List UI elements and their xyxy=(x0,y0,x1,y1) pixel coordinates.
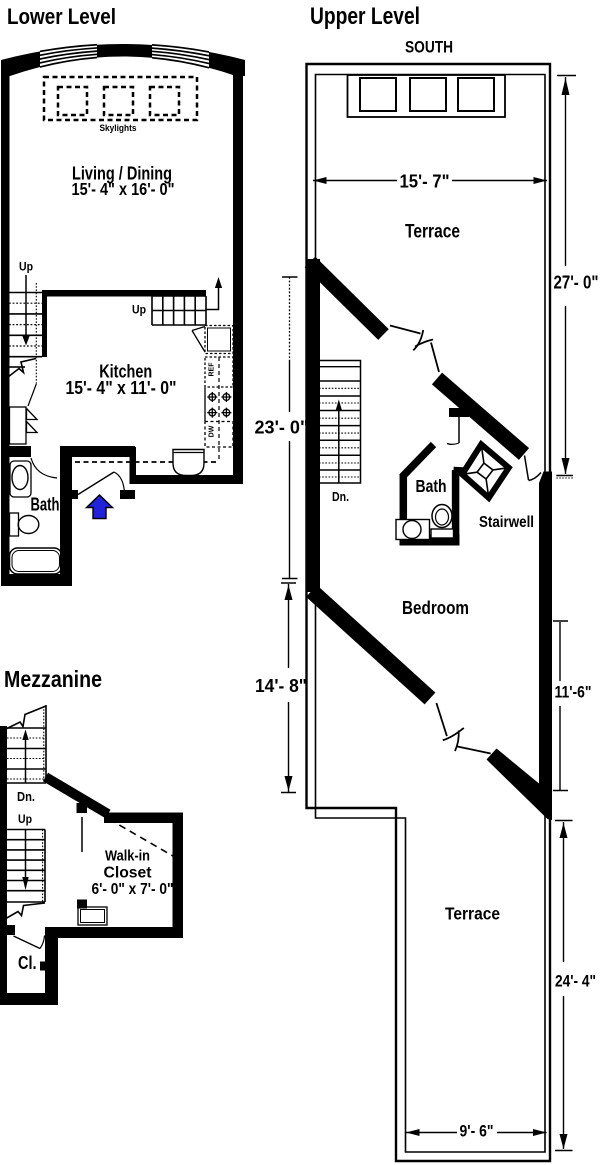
svg-text:15'- 4" x 16'- 0": 15'- 4" x 16'- 0" xyxy=(72,179,175,199)
svg-text:Walk-in: Walk-in xyxy=(105,849,150,865)
svg-text:24'- 4": 24'- 4" xyxy=(555,973,596,991)
svg-text:Skylights: Skylights xyxy=(100,123,137,134)
svg-text:SOUTH: SOUTH xyxy=(405,39,453,57)
svg-text:Up: Up xyxy=(18,814,32,826)
svg-text:Bath: Bath xyxy=(31,495,60,515)
svg-text:Terrace: Terrace xyxy=(405,222,460,243)
svg-text:14'- 8": 14'- 8" xyxy=(255,676,307,696)
svg-text:Bedroom: Bedroom xyxy=(402,598,469,618)
svg-text:Cl.: Cl. xyxy=(18,953,37,973)
svg-text:Living / Dining: Living / Dining xyxy=(72,164,172,184)
svg-text:REF: REF xyxy=(209,362,216,377)
svg-text:Up: Up xyxy=(19,260,33,274)
svg-text:15'- 4" x 11'- 0": 15'- 4" x 11'- 0" xyxy=(66,378,177,398)
svg-text:Stairwell: Stairwell xyxy=(479,514,534,531)
svg-text:Dn.: Dn. xyxy=(17,790,35,804)
svg-text:27'- 0": 27'- 0" xyxy=(554,273,599,293)
svg-text:Kitchen: Kitchen xyxy=(99,361,152,382)
svg-text:Mezzanine: Mezzanine xyxy=(4,666,102,692)
svg-text:Upper Level: Upper Level xyxy=(310,3,420,30)
svg-text:15'- 7": 15'- 7" xyxy=(400,171,450,192)
svg-text:Terrace: Terrace xyxy=(445,904,500,924)
svg-text:Lower Level: Lower Level xyxy=(7,4,116,29)
svg-text:Up: Up xyxy=(132,305,146,317)
svg-text:9'- 6": 9'- 6" xyxy=(460,1123,494,1141)
svg-text:Dn.: Dn. xyxy=(332,490,349,504)
svg-text:6'- 0" x 7'- 0": 6'- 0" x 7'- 0" xyxy=(92,881,174,898)
svg-text:23'- 0": 23'- 0" xyxy=(255,418,309,438)
svg-text:11'-6": 11'-6" xyxy=(555,683,592,702)
svg-text:Closet: Closet xyxy=(104,865,153,882)
svg-text:DW: DW xyxy=(209,425,216,437)
svg-text:Bath: Bath xyxy=(416,476,447,496)
